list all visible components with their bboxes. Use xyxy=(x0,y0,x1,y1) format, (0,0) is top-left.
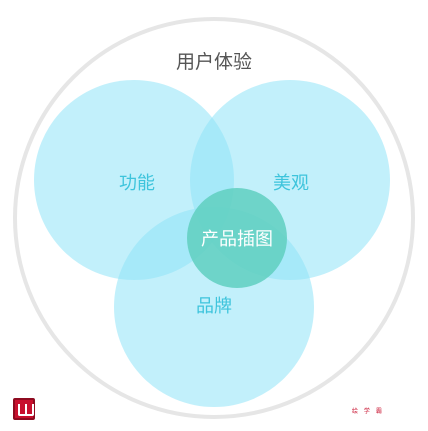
set-label-brand: 品牌 xyxy=(196,296,232,317)
center-circle xyxy=(187,188,287,288)
center-label: 产品插图 xyxy=(201,229,273,250)
logo-mark-icon xyxy=(18,404,34,416)
watermark: 绘 学 霸 xyxy=(352,408,384,415)
set-label-function: 功能 xyxy=(119,173,155,194)
outer-label: 用户体验 xyxy=(176,51,252,73)
logo-icon xyxy=(13,398,35,420)
set-label-aesthetic: 美观 xyxy=(273,173,309,194)
